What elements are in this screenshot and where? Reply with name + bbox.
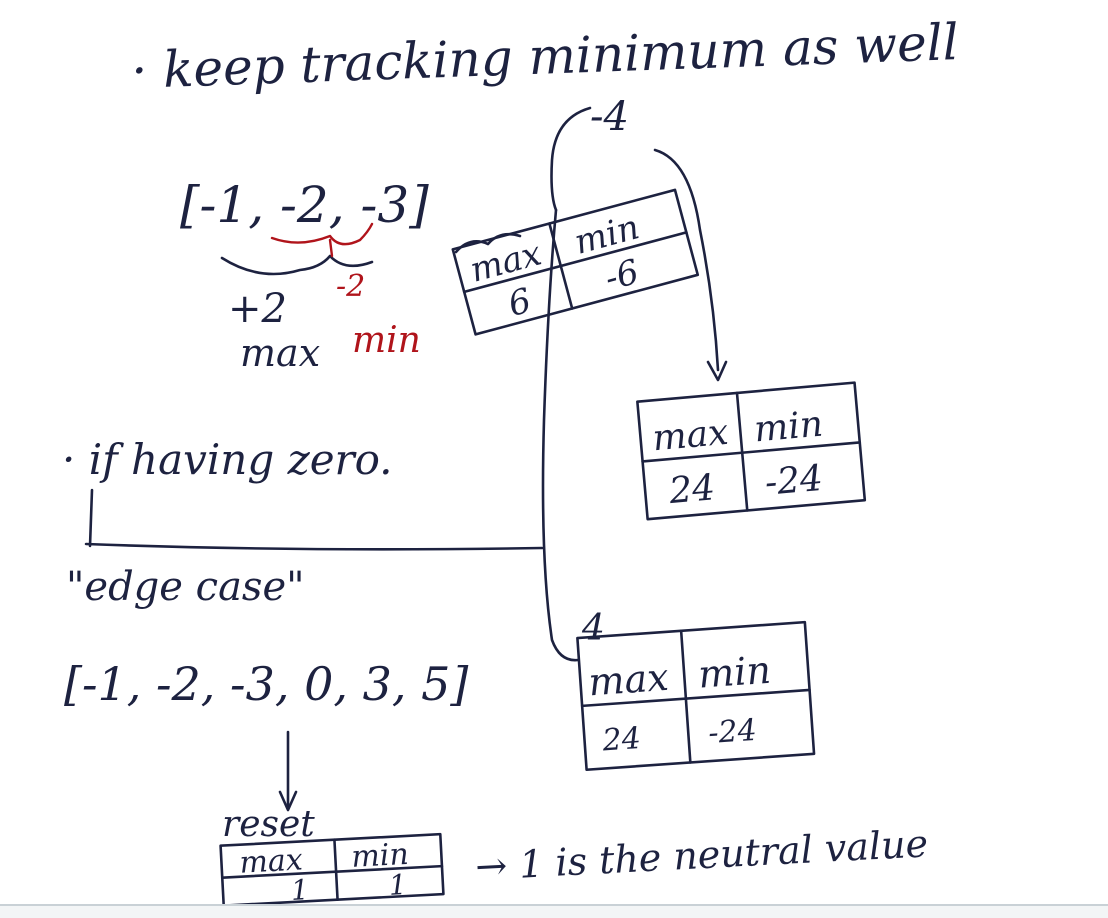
table-3-max-value: 24: [600, 721, 642, 759]
table-reset-max-header: max: [239, 842, 304, 880]
edge-case-text: "edge case": [66, 564, 305, 610]
curl-path: [550, 106, 592, 212]
product-neg-label: -2: [336, 269, 365, 304]
heading-text: · keep tracking minimum as well: [130, 13, 959, 100]
zero-case-underline: [84, 542, 544, 551]
top-value: -4: [590, 94, 629, 140]
arrow-head-2: [706, 360, 728, 382]
min-word: min: [352, 320, 421, 361]
bottom-strip: [0, 906, 1108, 918]
table-3-max-header: max: [587, 655, 670, 704]
four-label: 4: [581, 608, 605, 649]
arrow-head-reset: [278, 790, 298, 812]
table-1-min-value: -6: [601, 252, 643, 299]
table-1: max min 6 -6: [451, 188, 700, 336]
table-2: max min 24 -24: [636, 381, 867, 521]
underbrace-red: [270, 222, 374, 246]
example-array: [-1, -2, -3]: [180, 176, 429, 234]
table-2-max-header: max: [651, 412, 730, 459]
table-reset-min-value: 1: [388, 868, 408, 902]
table-reset: max min 1 1: [219, 832, 445, 907]
product-label: +2: [228, 286, 287, 332]
zero-array: [-1, -2, -3, 0, 3, 5]: [64, 657, 468, 711]
table-reset-min-header: min: [350, 837, 409, 875]
table-1-max-value: 6: [504, 281, 535, 325]
table-3-min-value: -24: [707, 713, 758, 751]
zero-case-title: · if having zero.: [62, 435, 393, 484]
bottom-divider: [0, 904, 1108, 906]
neutral-note: → 1 is the neutral value: [474, 821, 929, 889]
max-word: max: [240, 331, 320, 375]
arrow-to-table-2: [653, 148, 720, 372]
table-2-min-value: -24: [763, 458, 824, 504]
table-3: max min 24 -24: [576, 620, 816, 772]
arrow-to-table-3: [541, 208, 580, 662]
table-2-max-value: 24: [667, 467, 717, 512]
underbrace-black: [220, 254, 374, 276]
reset-label: reset: [222, 804, 315, 845]
table-reset-max-value: 1: [290, 873, 310, 907]
table-2-min-header: min: [752, 404, 824, 451]
table-3-min-header: min: [697, 648, 773, 697]
